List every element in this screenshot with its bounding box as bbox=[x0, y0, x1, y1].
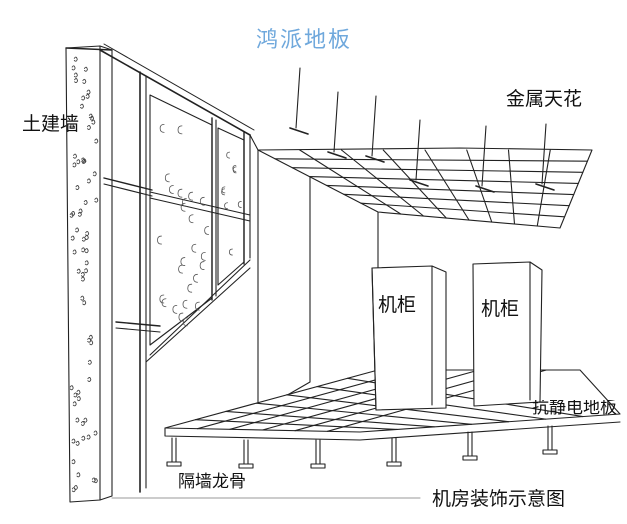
label-partition-keel: 隔墙龙骨 bbox=[178, 472, 246, 492]
civil-wall bbox=[65, 45, 113, 503]
floor-pedestals bbox=[166, 425, 558, 469]
label-raised-floor: 抗静电地板 bbox=[532, 400, 617, 417]
metal-ceiling bbox=[257, 67, 593, 229]
watermark-text: 鸿派地板 bbox=[256, 28, 353, 53]
label-cabinet-2: 机柜 bbox=[481, 298, 520, 320]
label-metal-ceiling: 金属天花 bbox=[506, 88, 583, 110]
cabinet-2 bbox=[472, 261, 543, 407]
panel-texture bbox=[157, 123, 242, 327]
cabinet-1 bbox=[371, 265, 447, 411]
diagram-caption: 机房装饰示意图 bbox=[432, 488, 566, 510]
wall-texture bbox=[69, 56, 99, 493]
label-civil-wall: 土建墙 bbox=[22, 113, 80, 135]
label-cabinet-1: 机柜 bbox=[378, 294, 417, 316]
